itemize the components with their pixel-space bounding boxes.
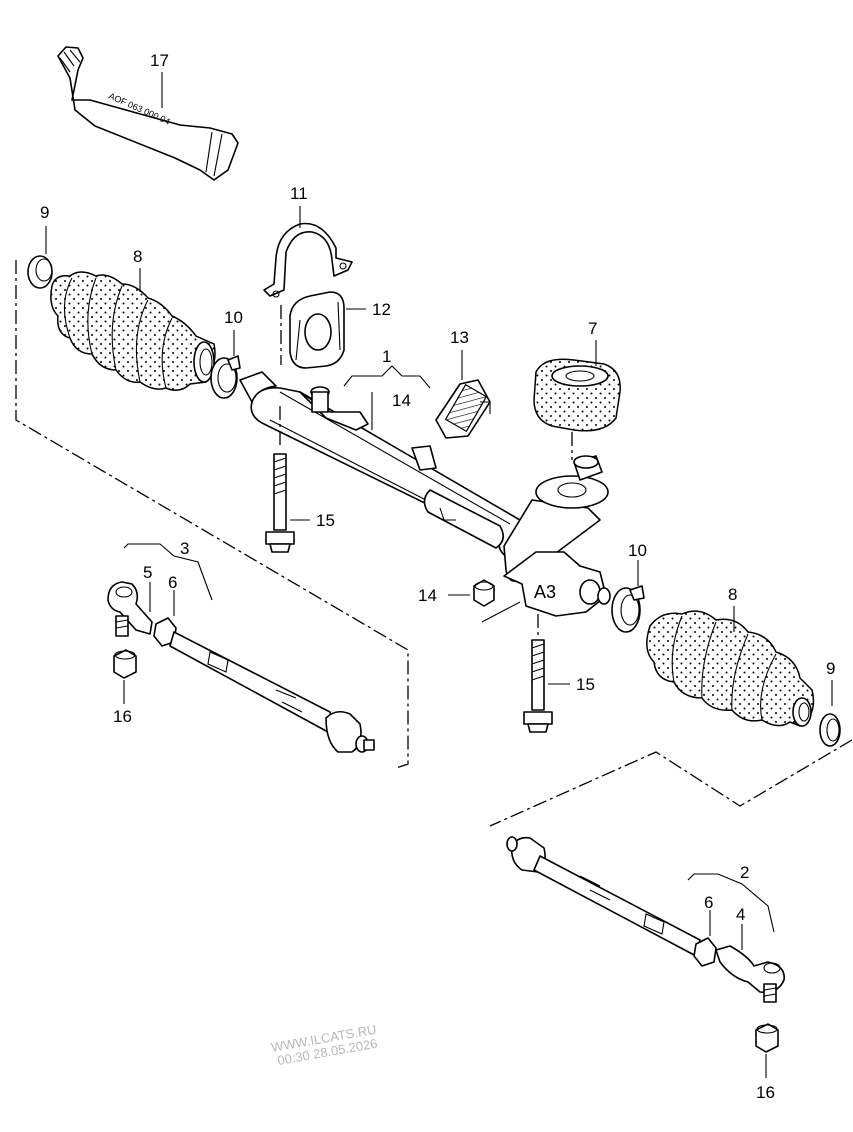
callout-4: 4 xyxy=(736,905,745,924)
retaining-clip xyxy=(435,379,491,439)
callout-16-right: 16 xyxy=(756,1083,775,1102)
callout-5: 5 xyxy=(143,563,152,582)
callout-2: 2 xyxy=(740,863,749,882)
callout-1: 1 xyxy=(382,347,391,366)
hose-clamp-left xyxy=(27,255,53,289)
mounting-bolt-upper xyxy=(265,406,295,553)
callout-10-left: 10 xyxy=(224,308,243,327)
band-clamp-right xyxy=(611,585,645,633)
callout-6-right: 6 xyxy=(704,893,713,912)
callout-9-left: 9 xyxy=(40,203,49,222)
bellows-boot-right xyxy=(646,610,815,727)
svg-text:A3: A3 xyxy=(534,582,556,602)
callout-9-right: 9 xyxy=(826,659,835,678)
mounting-clamp xyxy=(263,222,353,298)
callout-10-right: 10 xyxy=(628,541,647,560)
band-clamp-left xyxy=(210,355,241,399)
grease-tube: AOF 063 000 04 xyxy=(57,46,239,181)
bellows-boot-left xyxy=(50,271,216,391)
hex-nut xyxy=(473,579,495,607)
nut-right xyxy=(755,1023,779,1053)
callout-14-upper: 14 xyxy=(392,391,411,410)
rubber-bushing xyxy=(289,291,345,369)
tie-rod-end-left xyxy=(107,581,153,637)
callout-7: 7 xyxy=(588,319,597,338)
callout-6-left: 6 xyxy=(168,573,177,592)
callout-15-upper: 15 xyxy=(316,511,335,530)
callout-12: 12 xyxy=(372,300,391,319)
callout-16-left: 16 xyxy=(113,707,132,726)
steering-rack-housing: A3 xyxy=(239,371,611,617)
callout-3: 3 xyxy=(180,539,189,558)
tie-rod-end-right xyxy=(715,945,785,1003)
tie-rod-right xyxy=(506,836,701,957)
callout-15-lower: 15 xyxy=(576,675,595,694)
hose-clamp-right xyxy=(819,713,841,747)
tie-rod-left xyxy=(169,631,375,753)
callout-13: 13 xyxy=(450,328,469,347)
watermark: WWW.ILCATS.RU 00:30 28.05.2026 xyxy=(270,1022,379,1068)
mounting-bolt-lower xyxy=(523,614,553,733)
callout-8-right: 8 xyxy=(728,585,737,604)
nut-left xyxy=(113,649,137,679)
lock-nut-right xyxy=(693,937,717,967)
callout-8-left: 8 xyxy=(133,247,142,266)
pinion-cover-seal xyxy=(533,358,621,432)
callout-14-lower: 14 xyxy=(418,586,437,605)
callout-17: 17 xyxy=(150,51,169,70)
callout-11: 11 xyxy=(290,184,308,203)
